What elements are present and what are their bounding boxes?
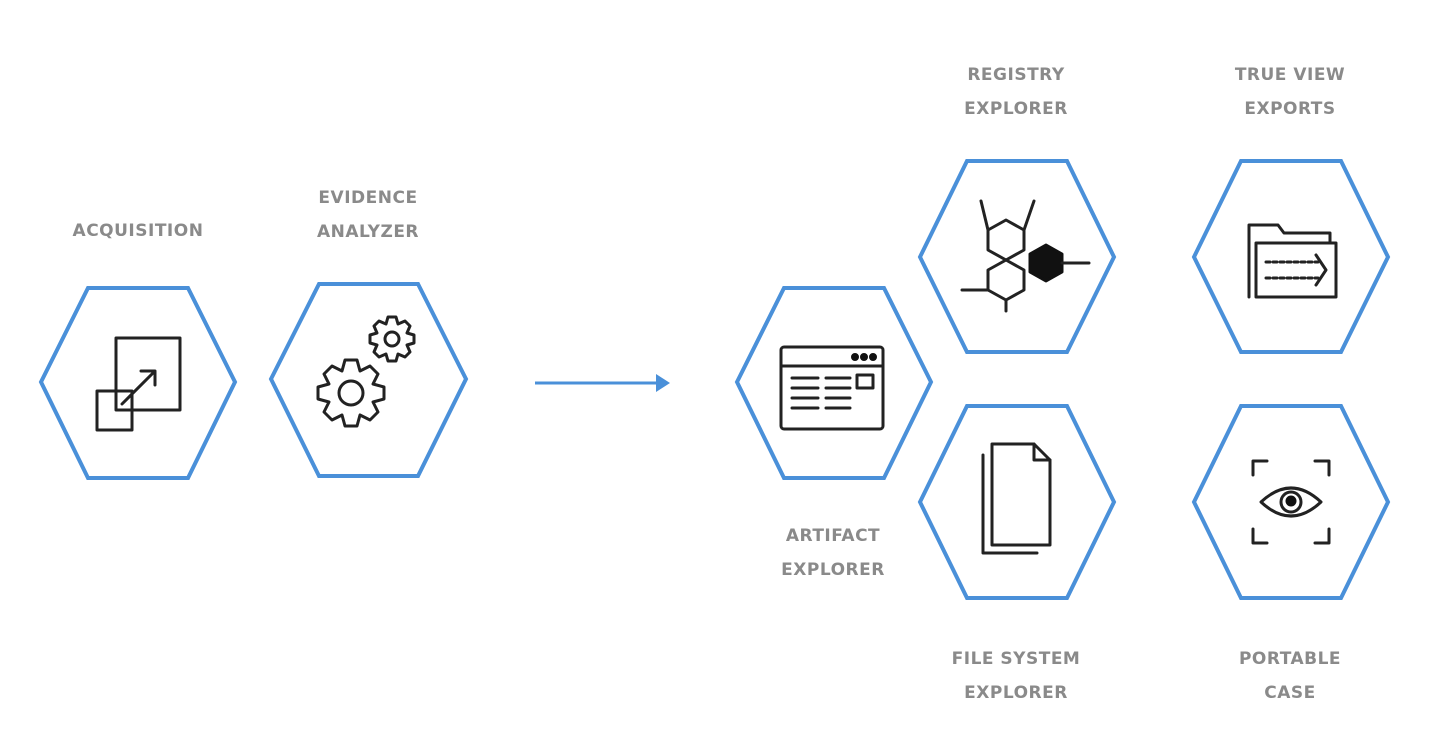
label-file-system-explorer-line-2: EXPLORER — [964, 683, 1068, 703]
folder-export-icon — [1247, 223, 1338, 299]
label-registry-explorer: REGISTRY EXPLORER — [906, 58, 1126, 126]
gear-large-icon — [316, 358, 386, 428]
node-evidence-analyzer — [268, 282, 469, 478]
registry-hive-icon — [960, 199, 1091, 313]
node-acquisition — [38, 286, 238, 480]
hexagon-true-view-exports — [1191, 159, 1391, 354]
label-registry-explorer-line-2: EXPLORER — [964, 99, 1068, 119]
label-evidence-analyzer-line-2: ANALYZER — [316, 222, 420, 242]
acquisition-icon — [95, 336, 182, 432]
hexagon-artifact-explorer — [734, 286, 934, 480]
label-portable-case-line-1: PORTABLE — [1238, 649, 1342, 669]
node-portable-case — [1191, 404, 1391, 600]
arrow-head — [656, 374, 670, 392]
browser-window-icon — [779, 345, 885, 431]
label-true-view-exports: TRUE VIEW EXPORTS — [1180, 58, 1400, 126]
hexagon-evidence-analyzer — [268, 282, 469, 478]
node-true-view-exports — [1191, 159, 1391, 354]
hexagon-registry-explorer — [917, 159, 1117, 354]
label-evidence-analyzer-line-1: EVIDENCE — [318, 188, 418, 208]
label-registry-explorer-line-1: REGISTRY — [967, 65, 1065, 85]
label-true-view-exports-line-2: EXPORTS — [1244, 99, 1336, 119]
label-artifact-explorer-line-1: ARTIFACT — [785, 526, 881, 546]
label-artifact-explorer: ARTIFACT EXPLORER — [723, 519, 943, 587]
label-true-view-exports-line-1: TRUE VIEW — [1234, 65, 1346, 85]
gear-small-icon — [368, 315, 416, 363]
label-portable-case-line-2: CASE — [1264, 683, 1316, 703]
label-portable-case: PORTABLE CASE — [1180, 642, 1400, 710]
flow-arrow — [535, 374, 670, 392]
node-artifact-explorer — [734, 286, 934, 480]
hexagon-file-system-explorer — [917, 404, 1117, 600]
label-acquisition: ACQUISITION — [28, 214, 248, 248]
node-file-system-explorer — [917, 404, 1117, 600]
eye-frame-icon — [1251, 459, 1331, 545]
hexagon-acquisition — [38, 286, 238, 480]
label-evidence-analyzer: EVIDENCE ANALYZER — [258, 181, 478, 249]
label-file-system-explorer-line-1: FILE SYSTEM — [951, 649, 1081, 669]
label-file-system-explorer: FILE SYSTEM EXPLORER — [906, 642, 1126, 710]
gears-icon — [316, 315, 416, 428]
label-artifact-explorer-line-2: EXPLORER — [781, 560, 885, 580]
label-acquisition-line-1: ACQUISITION — [72, 221, 204, 241]
documents-icon — [981, 442, 1052, 555]
node-registry-explorer — [917, 159, 1117, 354]
